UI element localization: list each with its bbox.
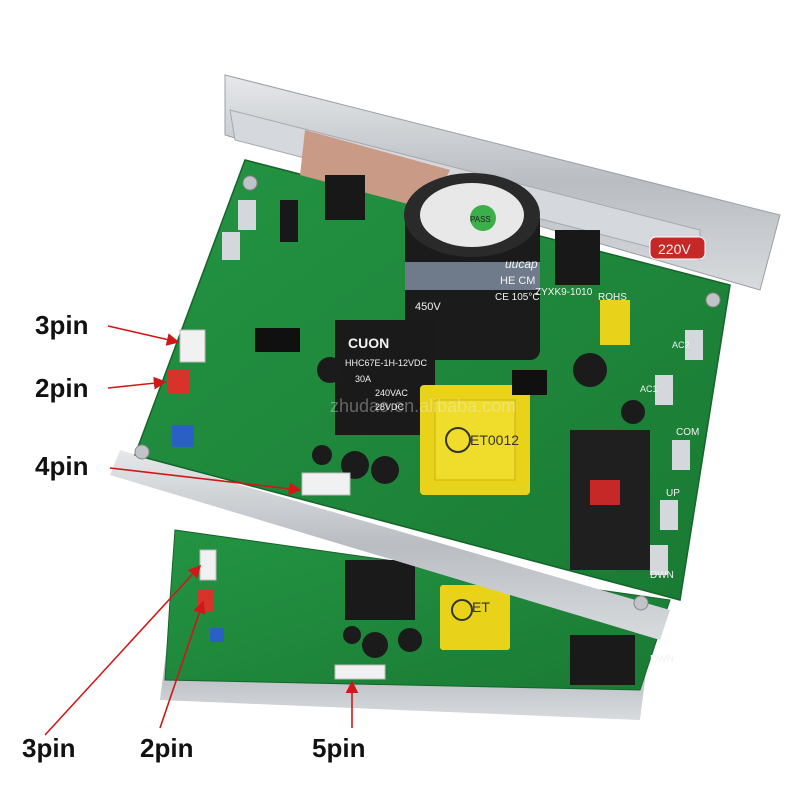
arrow-lower-2pin	[159, 600, 206, 729]
screw-2	[134, 444, 150, 460]
lower-potentiometer	[210, 628, 224, 642]
voltage-badge	[649, 236, 706, 260]
main-relay: CUON HHC67E-1H-12VDC 30A 240VAC 28VDC	[335, 320, 435, 435]
upper-board: PASS uucap HE CM CE 105°C 450V 220V ROHS…	[110, 74, 781, 640]
relay-model: HHC67E-1H-12VDC	[345, 358, 428, 368]
lower-capacitor-3	[343, 626, 361, 644]
ic-chip-1	[255, 328, 300, 352]
part-number: ZYXK9-1010	[535, 287, 593, 298]
screw-3	[633, 595, 649, 611]
label-upper-4pin: 4pin	[35, 451, 89, 481]
cap-small-3	[371, 456, 399, 484]
lower-5pin-connector	[334, 664, 386, 680]
mosfet-3	[280, 200, 298, 242]
relay-rating-2: 240VAC	[375, 388, 408, 398]
terminal-dwn	[650, 545, 668, 575]
upper-potentiometer	[172, 425, 194, 447]
upper-heatsink-base	[110, 450, 670, 640]
cap-small-2	[341, 451, 369, 479]
label-ac2: AC2	[672, 340, 690, 350]
cap-small-5	[573, 353, 607, 387]
label-lower-3pin: 3pin	[22, 733, 76, 763]
terminal-ac1	[655, 375, 673, 405]
watermark: zhudao.en.alibaba.com	[330, 396, 516, 416]
lower-dwn-relay	[570, 635, 635, 685]
capacitor-temp: CE 105°C	[495, 292, 540, 303]
screw-4	[705, 292, 721, 308]
callout-arrows	[44, 325, 359, 736]
arrow-upper-2pin	[107, 376, 167, 390]
capacitor-pass-label: PASS	[470, 215, 491, 224]
label-dwn: DWN	[650, 570, 674, 581]
terminal-com	[672, 440, 690, 470]
label-upper-2pin: 2pin	[35, 373, 89, 403]
terminal-left-1	[238, 200, 256, 230]
terminal-left-2	[222, 232, 240, 260]
lower-transformer-logo	[451, 599, 473, 621]
label-up: UP	[666, 488, 680, 499]
mosfet-1	[325, 175, 365, 220]
main-capacitor: PASS uucap HE CM CE 105°C 450V	[404, 173, 540, 360]
lower-transformer	[440, 585, 510, 650]
capacitor-brand: uucap	[505, 257, 538, 271]
relay-rating-3: 28VDC	[375, 402, 405, 412]
cap-small-4	[312, 445, 332, 465]
lower-dwn-label: DWN	[650, 654, 674, 665]
transformer: ET0012	[420, 385, 530, 495]
lower-3pin-connector	[199, 549, 217, 581]
label-lower-5pin: 5pin	[312, 733, 366, 763]
lower-transformer-code: ET	[472, 599, 490, 615]
label-lower-2pin: 2pin	[140, 733, 194, 763]
rohs-marking: ROHS	[598, 292, 627, 303]
x-capacitor	[600, 300, 630, 345]
upper-3pin-connector	[179, 329, 206, 363]
arrow-upper-4pin	[109, 467, 302, 496]
arrow-upper-3pin	[107, 325, 180, 346]
voltage-badge-text: 220V	[658, 241, 691, 257]
aux-relay-red-tab	[590, 480, 620, 505]
label-ac1: AC1	[640, 384, 658, 394]
label-com: COM	[676, 427, 699, 438]
label-upper-3pin: 3pin	[35, 310, 89, 340]
screw-1	[242, 175, 258, 191]
capacitor-series: HE CM	[500, 275, 535, 287]
lower-board: ET DWN	[160, 529, 674, 720]
lower-capacitor-1	[362, 632, 388, 658]
upper-2pin-connector	[167, 370, 189, 394]
relay-brand: CUON	[348, 335, 389, 351]
capacitor-voltage: 450V	[415, 301, 441, 313]
lower-relay	[345, 560, 415, 620]
cap-small-1	[317, 357, 343, 383]
thermal-pad	[300, 130, 450, 210]
cap-small-6	[621, 400, 645, 424]
terminal-ac2	[685, 330, 703, 360]
relay-rating-1: 30A	[355, 374, 371, 384]
transformer-code: ET0012	[470, 432, 519, 448]
terminal-up	[660, 500, 678, 530]
upper-4pin-connector	[301, 472, 351, 496]
mosfet-2	[555, 230, 600, 285]
ic-chip-2	[512, 370, 547, 395]
lower-capacitor-2	[398, 628, 422, 652]
arrow-lower-3pin	[44, 564, 202, 736]
